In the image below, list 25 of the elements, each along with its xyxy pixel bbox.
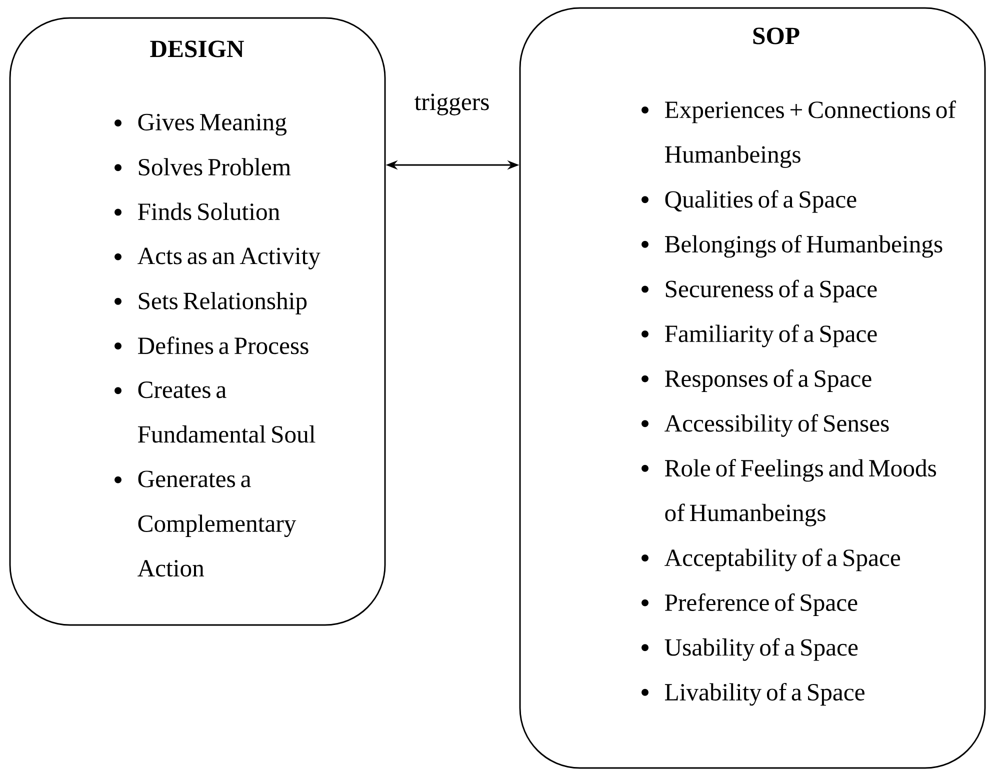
bullet-item: Preference of Space — [642, 593, 858, 616]
bullet-item: Generates a Complementary Action — [114, 470, 296, 577]
bullet-item: Solves Problem — [114, 158, 291, 176]
bullet-item: Sets Relationship — [114, 292, 307, 314]
bullet-item: Qualities of a Space — [642, 190, 856, 213]
bullet-item: Usability of a Space — [642, 638, 858, 661]
bullet-item: Acts as an Activity — [114, 248, 320, 270]
bullet-item: Livability of a Space — [642, 682, 864, 706]
bullet-item: Defines a Process — [114, 336, 308, 354]
bullet-item: Familiarity of a Space — [642, 324, 877, 348]
bullet-item: Accessibility of Senses — [642, 414, 889, 437]
edge-label: triggers — [414, 94, 489, 116]
list-box — [519, 7, 986, 769]
bullet-item: Experiences + Connections of Humanbeings — [642, 100, 956, 168]
bullet-item: Creates a Fundamental Soul — [114, 382, 316, 443]
list-box — [9, 17, 386, 626]
bullet-item: Gives Meaning — [114, 114, 286, 136]
bullet-item: Acceptability of a Space — [642, 548, 900, 572]
heading: SOP — [753, 28, 800, 44]
bullet-item: Secureness of a Space — [642, 280, 877, 302]
heading: DESIGN — [150, 40, 244, 58]
bullet-item: Finds Solution — [114, 202, 280, 220]
bullet-item: Role of Feelings and Moods of Humanbeings — [642, 458, 936, 526]
bullet-item: Belongings of Humanbeings — [642, 234, 942, 258]
bullet-item: Responses of a Space — [642, 369, 872, 392]
